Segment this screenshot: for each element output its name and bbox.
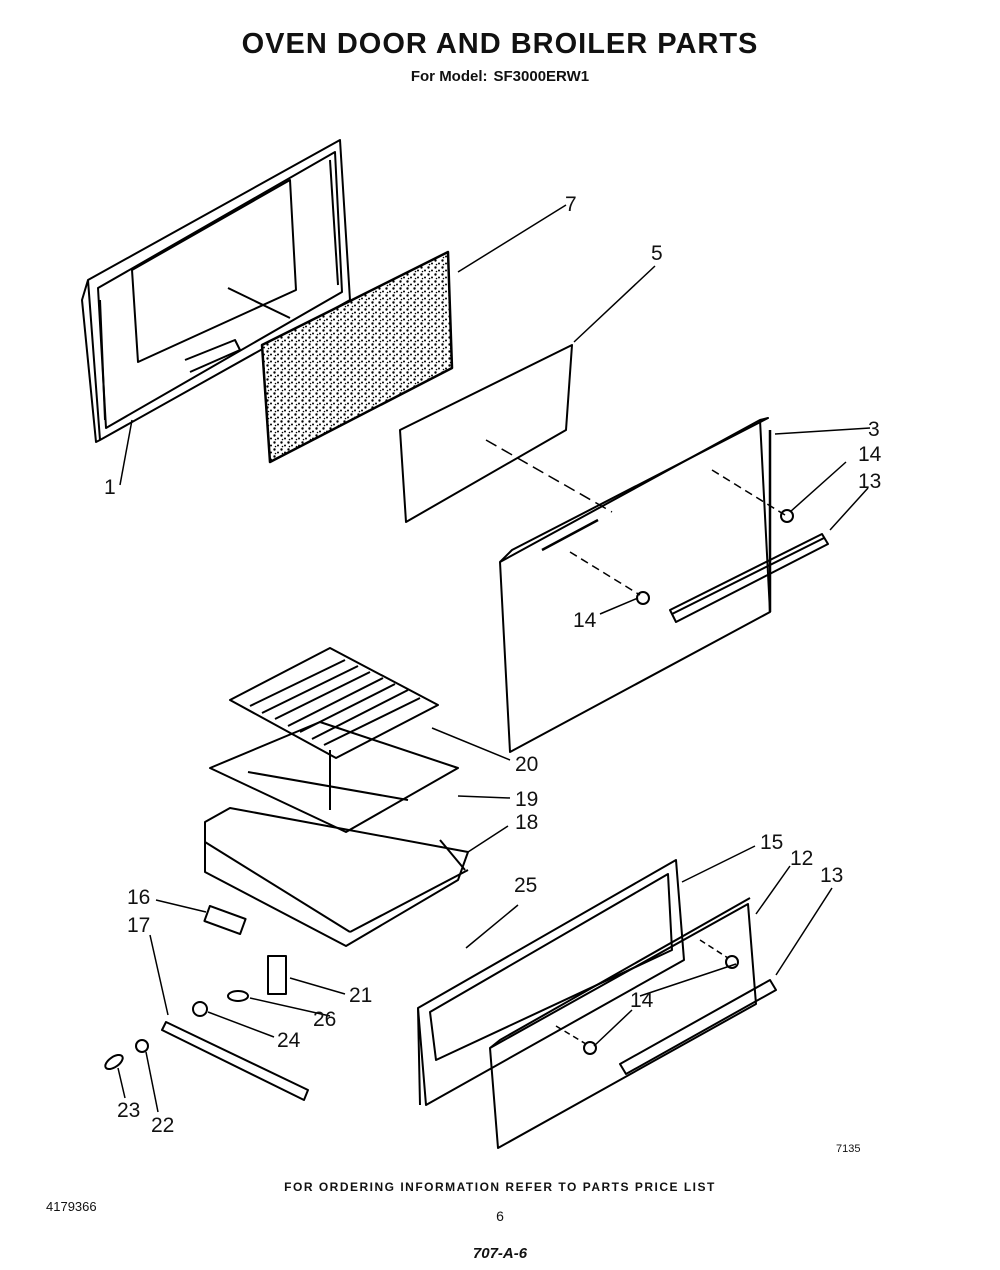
callout-label: 15 [760, 831, 783, 854]
door-handle [669, 533, 829, 623]
screw-26 [227, 990, 249, 1002]
model-line: For Model: SF3000ERW1 [0, 68, 1000, 85]
outer-door-panel [499, 417, 772, 753]
screw-23 [104, 1053, 124, 1071]
callout-label: 12 [790, 847, 813, 870]
inner-door-frame [81, 139, 351, 443]
callout-label: 26 [313, 1008, 336, 1031]
callout-label: 14 [573, 609, 597, 632]
broiler-grid [229, 647, 439, 759]
callout-label: 25 [514, 874, 537, 897]
insulation-pad [260, 250, 454, 464]
broiler-door-handle [619, 979, 777, 1075]
callout-label: 18 [515, 811, 538, 834]
callout-label: 19 [515, 788, 538, 811]
callout-label: 16 [127, 886, 150, 909]
broiler-pan-insert [209, 721, 459, 833]
broiler-door-outer [489, 897, 757, 1149]
page-number: 6 [496, 1208, 504, 1224]
callout-label: 13 [820, 864, 843, 887]
slide-rail [161, 1001, 309, 1101]
callout-label: 1 [104, 476, 116, 499]
callout-label: 13 [858, 470, 881, 493]
page-title: OVEN DOOR AND BROILER PARTS [241, 28, 759, 60]
inner-door-panel [399, 344, 613, 523]
callout-label: 24 [277, 1029, 301, 1052]
model-number: SF3000ERW1 [493, 68, 590, 85]
callout-label: 21 [349, 984, 372, 1007]
callout-label: 14 [858, 443, 882, 466]
figure-code: 7135 [836, 1143, 861, 1155]
document-number: 4179366 [46, 1199, 97, 1214]
callout-label: 14 [630, 989, 654, 1012]
washer-22 [135, 1039, 149, 1053]
callout-label: 23 [117, 1099, 140, 1122]
callout-label: 22 [151, 1114, 174, 1137]
broiler-pan [204, 807, 469, 947]
ordering-note: FOR ORDERING INFORMATION REFER TO PARTS … [284, 1180, 716, 1194]
callout-label: 7 [565, 193, 577, 216]
callout-label: 20 [515, 753, 538, 776]
latch [267, 955, 287, 995]
callout-label: 5 [651, 242, 663, 265]
model-prefix: For Model: [410, 68, 488, 85]
handwritten-note: 707-A-6 [472, 1245, 528, 1262]
callout-labels: 1 7 5 3 14 13 14 20 19 18 16 17 25 15 12… [104, 193, 882, 1137]
callout-label: 17 [127, 914, 150, 937]
broiler-door-inner [417, 859, 685, 1106]
callout-label: 3 [868, 418, 880, 441]
spring [203, 904, 247, 936]
